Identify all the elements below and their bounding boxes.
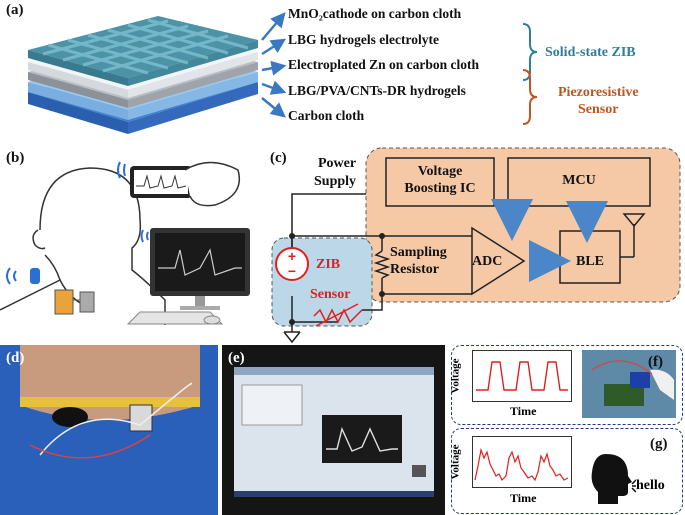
adc-label: ADC	[472, 254, 503, 269]
layer-pointer-arrows	[261, 12, 287, 118]
power-supply-label-line1: Power	[318, 156, 357, 171]
speech-text: hello	[636, 478, 665, 493]
sensor-brace	[522, 69, 538, 125]
laptop-software-photo	[222, 345, 445, 515]
plot-g-ylabel: Voltage	[449, 444, 462, 480]
plot-f-ylabel: Voltage	[449, 358, 462, 394]
panel-f-frame	[451, 345, 683, 425]
panel-label-d: (d)	[6, 350, 25, 366]
sampling-resistor-label-line2: Resistor	[390, 262, 439, 277]
group-label-zib: Solid-state ZIB	[545, 45, 636, 60]
plot-f-xlabel: Time	[510, 404, 537, 418]
svg-text:−: −	[288, 263, 296, 279]
power-supply-label-line2: Supply	[314, 174, 357, 189]
wearable-scene-illustration	[0, 161, 250, 325]
speaking-head-icon	[591, 454, 636, 504]
panel-label-g: (g)	[650, 436, 668, 452]
plot-g-xlabel: Time	[510, 491, 537, 505]
signal-plot-f	[472, 350, 572, 402]
panel-g-frame	[451, 428, 683, 514]
sensor-label: Sensor	[310, 287, 351, 302]
panel-label-b: (b)	[6, 150, 25, 166]
device-in-hand-photo	[582, 350, 676, 418]
layer-label-sensor-hydrogel: LBG/PVA/CNTs-DR hydrogels	[288, 83, 466, 98]
panel-label-f: (f)	[648, 354, 663, 370]
zib-label: ZIB	[316, 257, 341, 272]
layer-label-zinc-anode: Electroplated Zn on carbon cloth	[288, 57, 480, 72]
svg-text:+: +	[288, 248, 296, 264]
layer-label-cathode: MnO₂cathode on carbon cloth	[288, 6, 462, 21]
voltage-boost-label-line2: Boosting IC	[404, 181, 476, 196]
group-label-sensor-line2: Sensor	[578, 102, 619, 117]
panel-label-e: (e)	[228, 350, 245, 366]
ble-label: BLE	[575, 254, 604, 269]
panel-label-c: (c)	[270, 150, 287, 166]
sampling-resistor-label-line1: Sampling	[390, 245, 447, 260]
group-label-sensor-line1: Piezoresistive	[558, 85, 639, 100]
mcu-label: MCU	[562, 173, 596, 188]
signal-plot-g	[472, 436, 572, 488]
layer-label-carbon-cloth: Carbon cloth	[288, 108, 365, 123]
neck-device-photo	[0, 345, 218, 515]
device-layer-stack-illustration	[28, 16, 258, 134]
voltage-boost-label-line1: Voltage	[417, 164, 463, 179]
circuit-diagram: + −	[271, 147, 681, 344]
layer-label-electrolyte: LBG hydrogels electrolyte	[288, 32, 439, 47]
panel-label-a: (a)	[6, 2, 24, 18]
